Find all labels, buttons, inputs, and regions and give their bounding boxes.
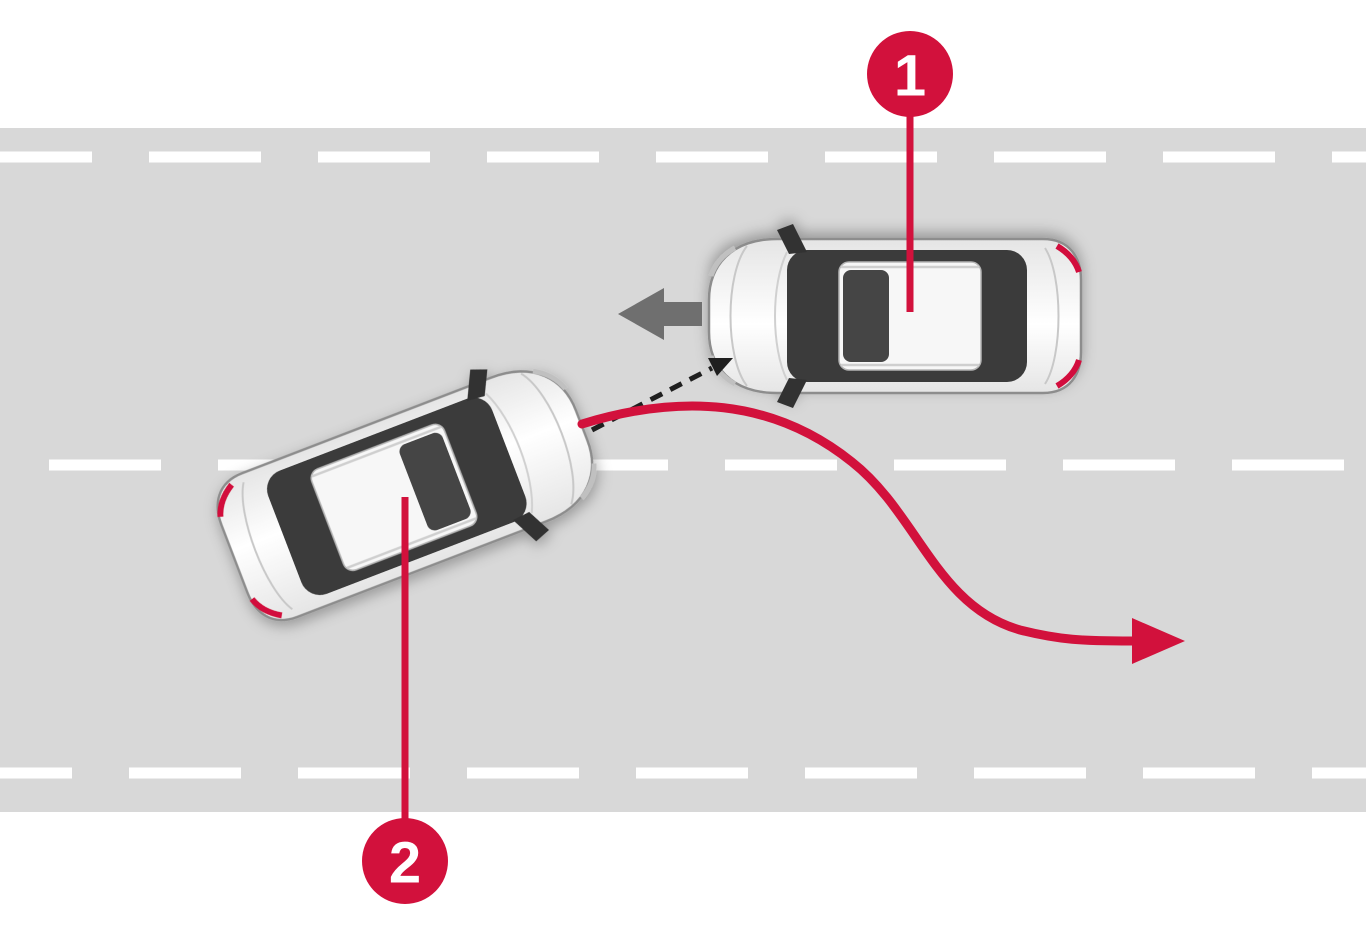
callout-1-label: 1 bbox=[894, 44, 926, 109]
direction-arrow-icon bbox=[618, 288, 702, 340]
collision-path-arrowhead-icon bbox=[708, 358, 733, 376]
callout-2-label: 2 bbox=[389, 831, 421, 896]
evasive-path-arrowhead-icon bbox=[1132, 618, 1185, 664]
callout-1-badge bbox=[867, 31, 953, 117]
car-top-view bbox=[709, 224, 1081, 408]
vehicle-1 bbox=[709, 224, 1081, 408]
callout-2-badge bbox=[362, 818, 448, 904]
evasive-path-curve bbox=[577, 401, 1137, 646]
